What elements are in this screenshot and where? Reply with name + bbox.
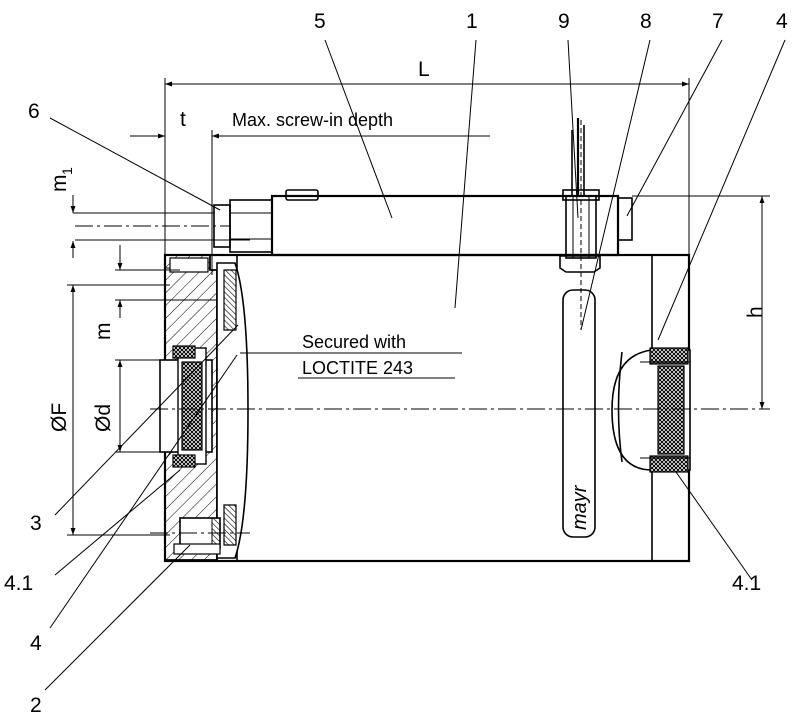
dim-L: L [418, 58, 430, 81]
dim-m1: m 1 [48, 167, 75, 192]
callout-4-1-right: 4.1 [732, 572, 761, 595]
dim-max-screw-depth: Max. screw-in depth [232, 110, 393, 130]
dim-m1-base: m [48, 175, 71, 193]
callout-3: 3 [30, 512, 42, 535]
dimension-lines [67, 78, 770, 536]
callout-4-bottom: 4 [30, 632, 42, 655]
callout-7: 7 [712, 10, 724, 33]
callout-8: 8 [640, 10, 652, 33]
center-lines [75, 225, 770, 410]
callout-9: 9 [558, 10, 570, 33]
callout-4-1-left: 4.1 [4, 572, 33, 595]
brand-label: mayr [569, 484, 591, 530]
callout-4-top: 4 [776, 10, 788, 33]
dimension-labels: L t Max. screw-in depth h m 1 m ØF Ød [48, 58, 767, 432]
dim-t: t [180, 108, 186, 131]
right-bearing-section [611, 347, 691, 473]
dim-m1-sub: 1 [59, 167, 75, 175]
note-secured-line2: LOCTITE 243 [302, 358, 413, 378]
callout-1: 1 [466, 10, 478, 33]
note-secured-line1: Secured with [302, 332, 406, 352]
callout-6: 6 [28, 100, 40, 123]
leader-lines [44, 39, 786, 691]
left-flange-section [150, 254, 250, 561]
dim-phi-d: Ød [92, 404, 115, 432]
dim-h: h [744, 306, 767, 318]
callout-labels: 1 5 9 8 7 4 6 3 4.1 4 2 4.1 [4, 10, 788, 717]
nameplate: mayr [562, 289, 596, 538]
loctite-note: Secured with LOCTITE 243 [302, 332, 413, 378]
dim-phi-F: ØF [48, 403, 71, 432]
dim-m: m [92, 323, 115, 341]
callout-2: 2 [30, 694, 42, 717]
callout-5: 5 [314, 10, 326, 33]
top-sensor-assembly [213, 118, 633, 330]
